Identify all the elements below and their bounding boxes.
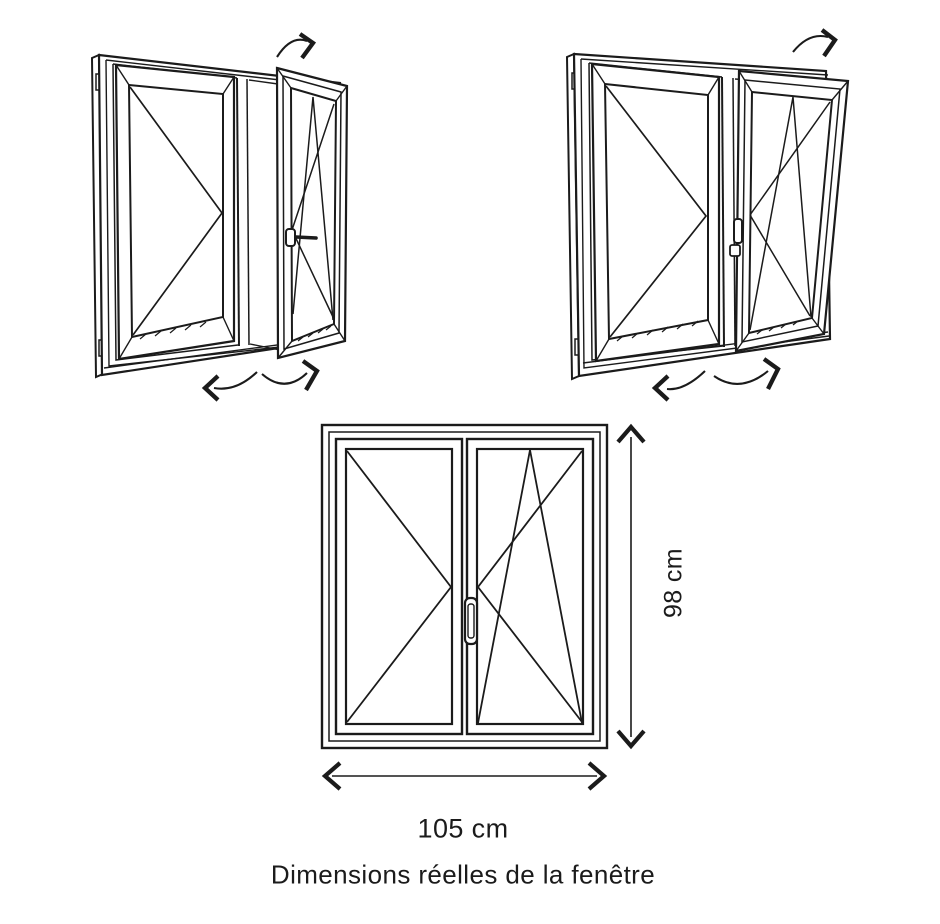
window-handle-icon [285, 228, 318, 247]
width-dimension-arrow [321, 761, 608, 791]
swing-arrow-bottom-left-icon [651, 370, 706, 402]
swing-arrow-bottom-left-icon [201, 371, 258, 402]
swing-arrow-bottom-right-icon [261, 359, 320, 392]
tilt-arrow-top-icon [792, 28, 838, 58]
tilt-mark [477, 449, 583, 724]
turn-mark [346, 450, 453, 723]
figure-caption: Dimensions réelles de la fenêtre [270, 859, 656, 890]
height-dimension-arrow [616, 423, 646, 750]
window-handle-icon [729, 218, 743, 257]
height-dimension-label: 98 cm [659, 547, 688, 619]
window-open-swing-diagram [90, 32, 349, 402]
turn-mark [129, 86, 224, 336]
tilt-mark [749, 96, 812, 331]
swing-arrow-bottom-right-icon [713, 357, 781, 390]
open-sash [275, 66, 349, 360]
tilt-mark [292, 96, 334, 321]
turn-mark [749, 101, 831, 317]
swing-arrow-top-icon [276, 32, 317, 60]
window-tilted-diagram [565, 28, 850, 402]
window-handle-icon [463, 596, 479, 646]
turn-mark [605, 85, 708, 338]
window-front-dimensions-diagram [320, 423, 646, 791]
tilted-sash [729, 69, 850, 353]
turn-mark [476, 450, 583, 723]
width-dimension-label: 105 cm [417, 813, 509, 844]
turn-mark [291, 103, 335, 318]
